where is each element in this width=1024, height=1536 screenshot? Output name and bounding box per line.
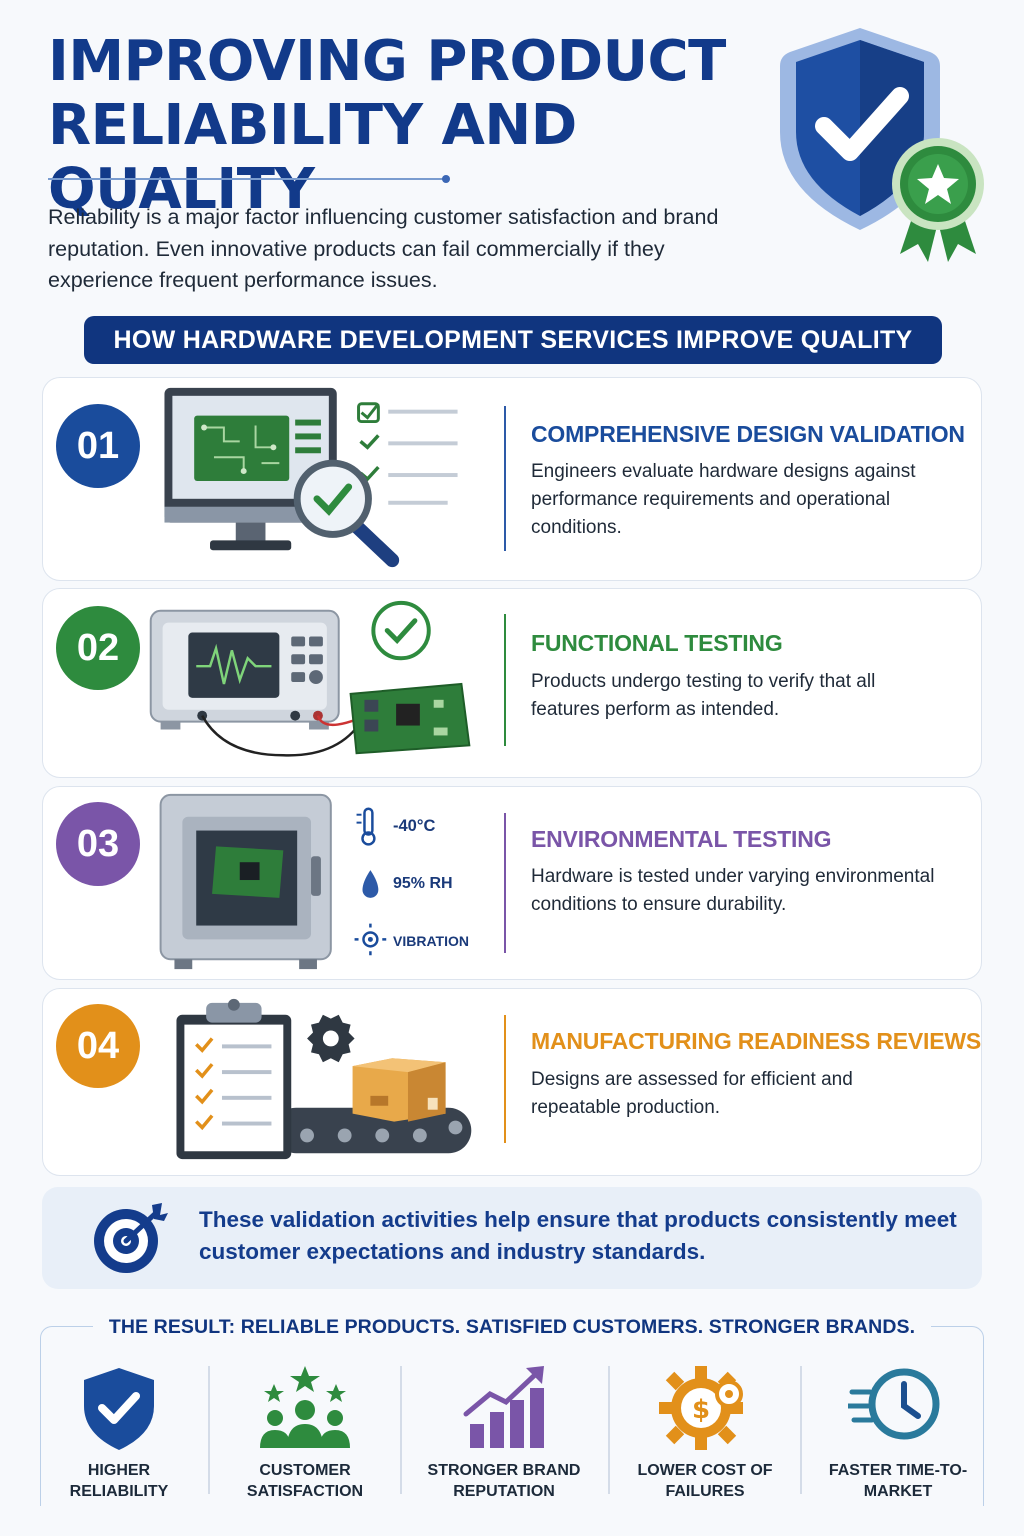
benefit-label: LOWER COST OF FAILURES (637, 1462, 773, 1500)
callout-box: These validation activities help ensure … (42, 1187, 982, 1289)
benefit-label: CUSTOMER SATISFACTION (246, 1462, 364, 1500)
step-title: MANUFACTURING READINESS REVIEWS (531, 1028, 981, 1054)
benefit-separator (400, 1366, 402, 1494)
step-card-1: 01 COMPREHENSIVE DESIGN VALIDATION Engin… (42, 377, 982, 581)
step-title: COMPREHENSIVE DESIGN VALIDATION (531, 421, 965, 447)
benefit-label: STRONGER BRAND REPUTATION (427, 1462, 581, 1500)
shield-badge-icon (780, 28, 984, 262)
callout-text: These validation activities help ensure … (199, 1207, 957, 1264)
step-title: ENVIRONMENTAL TESTING (531, 826, 832, 852)
step-number-badge: 01 (56, 404, 140, 488)
card-divider (504, 406, 506, 551)
benefit-label: FASTER TIME-TO-MARKET (828, 1462, 968, 1500)
step-number-badge: 03 (56, 802, 140, 886)
step-number-badge: 04 (56, 1004, 140, 1088)
intro-paragraph: Reliability is a major factor influencin… (48, 205, 719, 292)
step-card-2: 02 FUNCTIONAL TESTING Products undergo t… (42, 588, 982, 778)
result-title: THE RESULT: RELIABLE PRODUCTS. SATISFIED… (0, 1316, 1024, 1339)
monitor-magnifier-check-icon (164, 387, 458, 568)
temperature-label: -40°C (393, 817, 436, 835)
benefit-faster-time-to-market: FASTER TIME-TO-MARKET (820, 1362, 976, 1502)
benefit-separator (800, 1366, 802, 1494)
title-divider (48, 175, 450, 183)
fast-clock-icon (848, 1368, 940, 1440)
benefit-separator (608, 1366, 610, 1494)
benefit-label: HIGHER RELIABILITY (69, 1462, 169, 1500)
growth-chart-icon (463, 1366, 544, 1448)
shield-check-icon (84, 1368, 154, 1450)
oscilloscope-circuit-board-icon (149, 600, 471, 757)
vibration-label: VIBRATION (393, 933, 469, 949)
step-description: Products undergo testing to verify that … (531, 671, 876, 720)
environmental-chamber-icon (159, 793, 387, 970)
benefit-lower-cost-of-failures: $ LOWER COST OF FAILURES (626, 1362, 784, 1502)
step-card-4: 04 MANUFACTURING READINESS REVIEWS Desig… (42, 988, 982, 1176)
card-divider (504, 614, 506, 746)
humidity-label: 95% RH (393, 875, 453, 892)
benefit-higher-reliability: HIGHER RELIABILITY (40, 1362, 198, 1502)
step-card-3: 03 -40°C 95% RH VIBRATION ENVIRONMENTAL … (42, 786, 982, 980)
step-description: Hardware is tested under varying environ… (531, 866, 935, 915)
checklist-conveyor-icon (176, 998, 472, 1160)
benefit-separator (208, 1366, 210, 1494)
people-stars-icon (260, 1366, 350, 1448)
step-description: Designs are assessed for efficient and r… (531, 1069, 853, 1118)
step-number-badge: 02 (56, 606, 140, 690)
benefit-stronger-brand-reputation: STRONGER BRAND REPUTATION (420, 1362, 588, 1502)
gear-dollar-icon: $ (659, 1366, 743, 1450)
target-icon (94, 1203, 168, 1273)
section-banner: HOW HARDWARE DEVELOPMENT SERVICES IMPROV… (84, 316, 942, 364)
benefit-customer-satisfaction: CUSTOMER SATISFACTION (226, 1362, 384, 1502)
card-divider (504, 1015, 506, 1143)
page-title: IMPROVING PRODUCT RELIABILITY AND QUALIT… (48, 29, 726, 222)
step-description: Engineers evaluate hardware designs agai… (531, 461, 916, 538)
card-divider (504, 813, 506, 953)
step-title: FUNCTIONAL TESTING (531, 630, 783, 656)
svg-text:$: $ (692, 1395, 710, 1425)
